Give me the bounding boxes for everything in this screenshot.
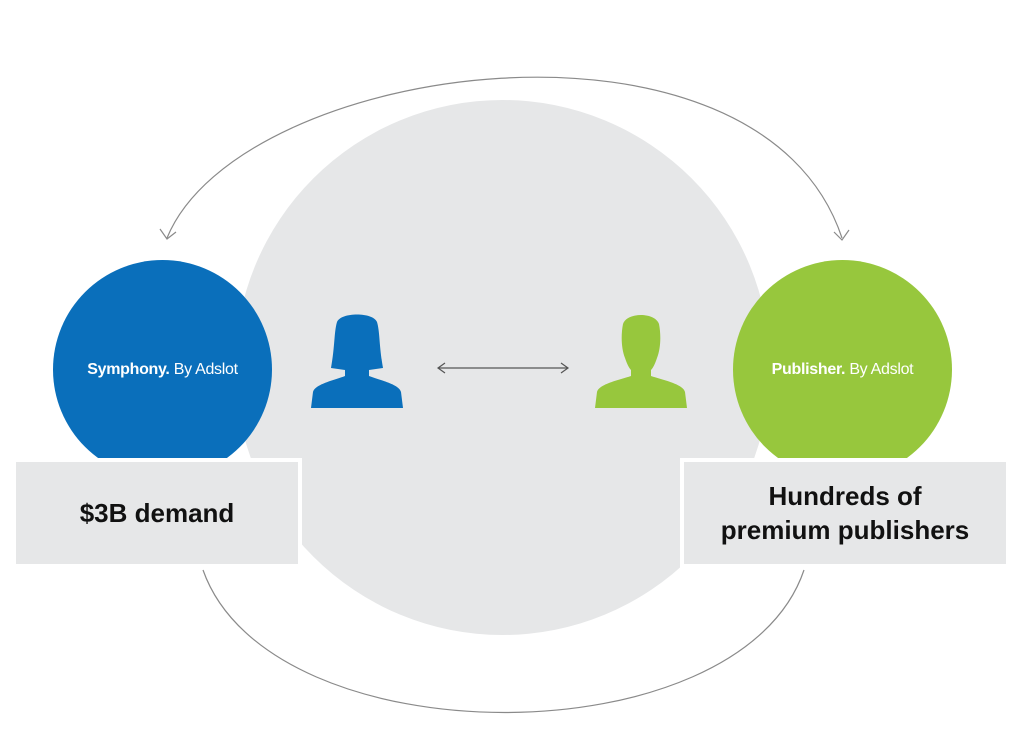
bottom-arc (202, 569, 805, 714)
publisher-logo: Publisher. By Adslot (771, 360, 914, 378)
publishers-label-box: Hundreds of premium publishers (680, 458, 1009, 568)
demand-label-box: $3B demand (12, 458, 302, 568)
symphony-logo: Symphony. By Adslot (87, 360, 238, 378)
female-person-icon (311, 314, 403, 408)
male-person-icon (595, 315, 687, 408)
publishers-label: Hundreds of premium publishers (720, 481, 970, 545)
double-arrow-icon (436, 362, 570, 374)
publisher-node: Publisher. By Adslot (733, 260, 952, 479)
demand-label: $3B demand (79, 498, 235, 528)
top-arc (166, 76, 843, 239)
symphony-node: Symphony. By Adslot (53, 260, 272, 479)
right-arrowhead-icon (833, 229, 850, 241)
left-arrowhead-icon (159, 228, 177, 240)
